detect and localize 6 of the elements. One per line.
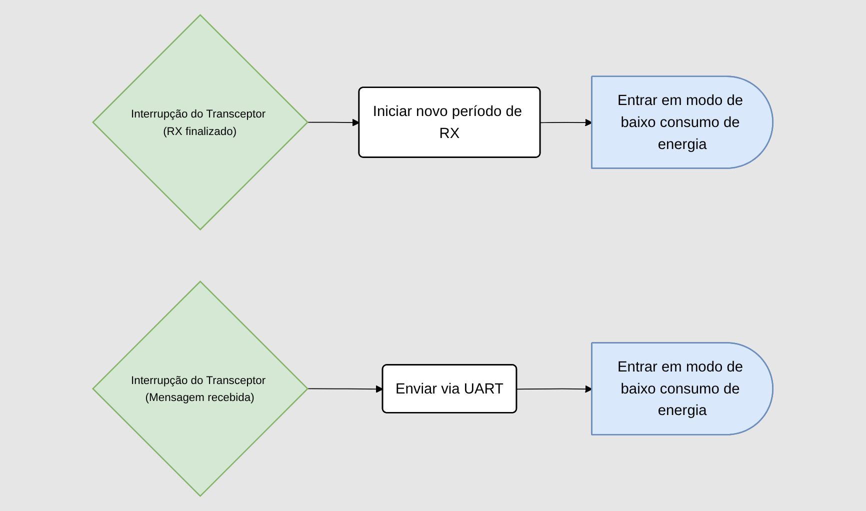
arrow xyxy=(306,385,384,393)
node-diamond: Interrupção do Transceptor (RX finalizado) xyxy=(92,14,309,231)
node-diamond: Interrupção do Transceptor (Mensagem recebida) xyxy=(92,280,309,497)
arrow xyxy=(540,118,593,126)
arrow xyxy=(306,118,360,126)
arrow xyxy=(516,385,593,393)
